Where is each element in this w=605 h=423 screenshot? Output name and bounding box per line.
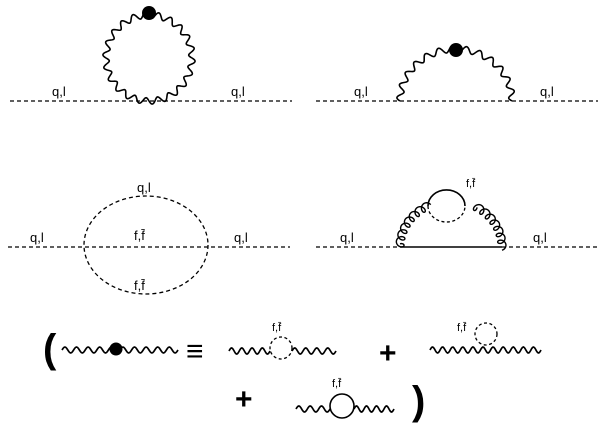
left-momentum-label: q,l (30, 230, 44, 245)
dressed-vertex-blob (449, 43, 463, 57)
gauge-line (429, 346, 542, 354)
gauge-line-left (228, 347, 271, 355)
dressed-vertex-blob (142, 6, 156, 20)
top-loop-label: q,l (137, 180, 151, 195)
fermion-bubble (329, 393, 355, 419)
close-paren: ) (412, 379, 425, 423)
left-momentum-label: q,l (52, 84, 66, 99)
scalar-bubble (269, 336, 293, 360)
fermion-bubble-bottom (427, 205, 466, 223)
bottom-loop-label: f,f̄ (134, 278, 145, 293)
gauge-arc-right (472, 203, 507, 251)
middle-loop-label: f,f̄ (134, 228, 145, 243)
term3-label: f,f̄ (332, 377, 342, 390)
diagram-2: q,l q,l (316, 43, 598, 102)
gauge-loop (102, 11, 196, 105)
term1-label: f,f̄ (272, 321, 282, 334)
equiv-symbol: ≡ (186, 335, 204, 368)
right-momentum-label: q,l (540, 84, 554, 99)
right-momentum-label: q,l (234, 230, 248, 245)
diagram-1: q,l q,l (10, 6, 292, 105)
left-momentum-label: q,l (354, 84, 368, 99)
bubble-label: f,f̄ (466, 177, 476, 190)
open-paren: ( (43, 327, 57, 371)
left-momentum-label: q,l (340, 230, 354, 245)
plus-symbol-2: + (235, 383, 253, 416)
gauge-arc-left (395, 202, 432, 248)
scalar-seagull-loop (474, 322, 498, 346)
gauge-line-right (291, 347, 337, 355)
right-momentum-label: q,l (231, 84, 245, 99)
right-momentum-label: q,l (533, 230, 547, 245)
fermion-bubble-top (427, 189, 466, 207)
plus-symbol-1: + (379, 337, 397, 370)
diagram-4: q,l q,l f,f̄ (316, 177, 598, 251)
dressed-propagator-definition: ( ≡ f,f̄ + f,f̄ + f,f̄ ) (43, 321, 542, 423)
gauge-line-right (353, 405, 395, 413)
diagram-3: q,l q,l q,l f,f̄ f,f̄ (8, 180, 290, 295)
dressed-vertex-blob (109, 342, 123, 356)
gauge-line-left (295, 405, 331, 413)
term2-label: f,f̄ (457, 321, 467, 334)
scalar-loop (83, 195, 209, 295)
